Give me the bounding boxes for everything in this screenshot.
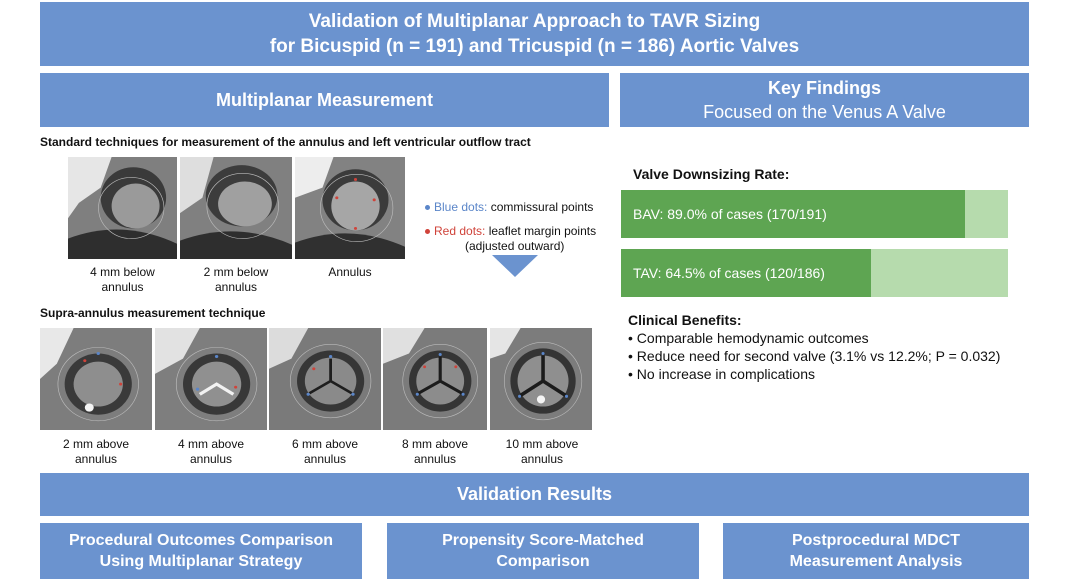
main-title-line2: for Bicuspid (n = 191) and Tricuspid (n …: [269, 36, 800, 57]
ct-image-4mm-below: [68, 157, 177, 259]
supra-annulus-label: Supra-annulus measurement technique: [40, 306, 266, 320]
blue-dot-icon: [425, 205, 430, 211]
ct-image-4mm-above: [155, 328, 267, 430]
red-dot-icon: [425, 229, 430, 235]
procedural-outcomes-box: Procedural Outcomes Comparison Using Mul…: [40, 523, 362, 579]
key-findings-header: Key Findings Focused on the Venus A Valv…: [620, 73, 1029, 127]
caption-2mm-above: 2 mm above annulus: [62, 437, 130, 466]
key-findings-subtitle: Focused on the Venus A Valve: [703, 102, 946, 122]
bav-rate-bar: BAV: 89.0% of cases (170/191): [621, 190, 1008, 238]
caption-4mm-above: 4 mm above annulus: [177, 437, 245, 466]
caption-10mm-above: 10 mm above annulus: [505, 437, 579, 466]
validation-results-title: Validation Results: [456, 484, 613, 504]
main-title-line1: Validation of Multiplanar Approach to TA…: [308, 11, 761, 32]
ct-image-6mm-above: [269, 328, 381, 430]
caption-8mm-above: 8 mm above annulus: [401, 437, 469, 466]
benefit-item: • Reduce need for second valve (3.1% vs …: [628, 348, 1001, 364]
multiplanar-header: Multiplanar Measurement: [40, 73, 609, 127]
clinical-benefits: Clinical Benefits: • Comparable hemodyna…: [628, 311, 1000, 383]
tav-rate-bar: TAV: 64.5% of cases (120/186): [621, 249, 1008, 297]
ct-image-2mm-below: [180, 157, 292, 259]
benefit-item: • No increase in complications: [628, 366, 815, 382]
caption-annulus: Annulus: [328, 265, 372, 279]
bav-rate-fill: [621, 190, 966, 238]
down-arrow-icon: [492, 255, 538, 277]
ct-image-10mm-above: [490, 328, 592, 430]
legend-red: Red dots: leaflet margin points: [425, 224, 596, 239]
postprocedural-mdct-box: Postprocedural MDCT Measurement Analysis: [723, 523, 1029, 579]
legend-red-note: (adjusted outward): [465, 239, 565, 253]
ct-image-8mm-above: [383, 328, 487, 430]
tav-rate-fill: [621, 249, 871, 297]
clinical-benefits-title: Clinical Benefits:: [628, 312, 742, 328]
main-title-banner: Validation of Multiplanar Approach to TA…: [40, 2, 1029, 66]
caption-2mm-below: 2 mm below annulus: [203, 265, 269, 294]
caption-6mm-above: 6 mm above annulus: [291, 437, 359, 466]
validation-results-header: Validation Results: [40, 473, 1029, 516]
benefit-item: • Comparable hemodynamic outcomes: [628, 330, 869, 346]
tav-rate-label: TAV: 64.5% of cases (120/186): [633, 265, 825, 281]
ct-image-2mm-above: [40, 328, 152, 430]
key-findings-title: Key Findings: [767, 78, 881, 98]
downsizing-rate-title: Valve Downsizing Rate:: [633, 166, 790, 182]
multiplanar-title: Multiplanar Measurement: [215, 89, 434, 110]
bav-rate-label: BAV: 89.0% of cases (170/191): [633, 206, 827, 222]
propensity-score-box: Propensity Score-Matched Comparison: [387, 523, 699, 579]
standard-techniques-label: Standard techniques for measurement of t…: [40, 135, 531, 149]
caption-4mm-below: 4 mm below annulus: [90, 265, 155, 294]
ct-image-annulus: [295, 157, 405, 259]
legend-blue: Blue dots: commissural points: [425, 200, 593, 215]
